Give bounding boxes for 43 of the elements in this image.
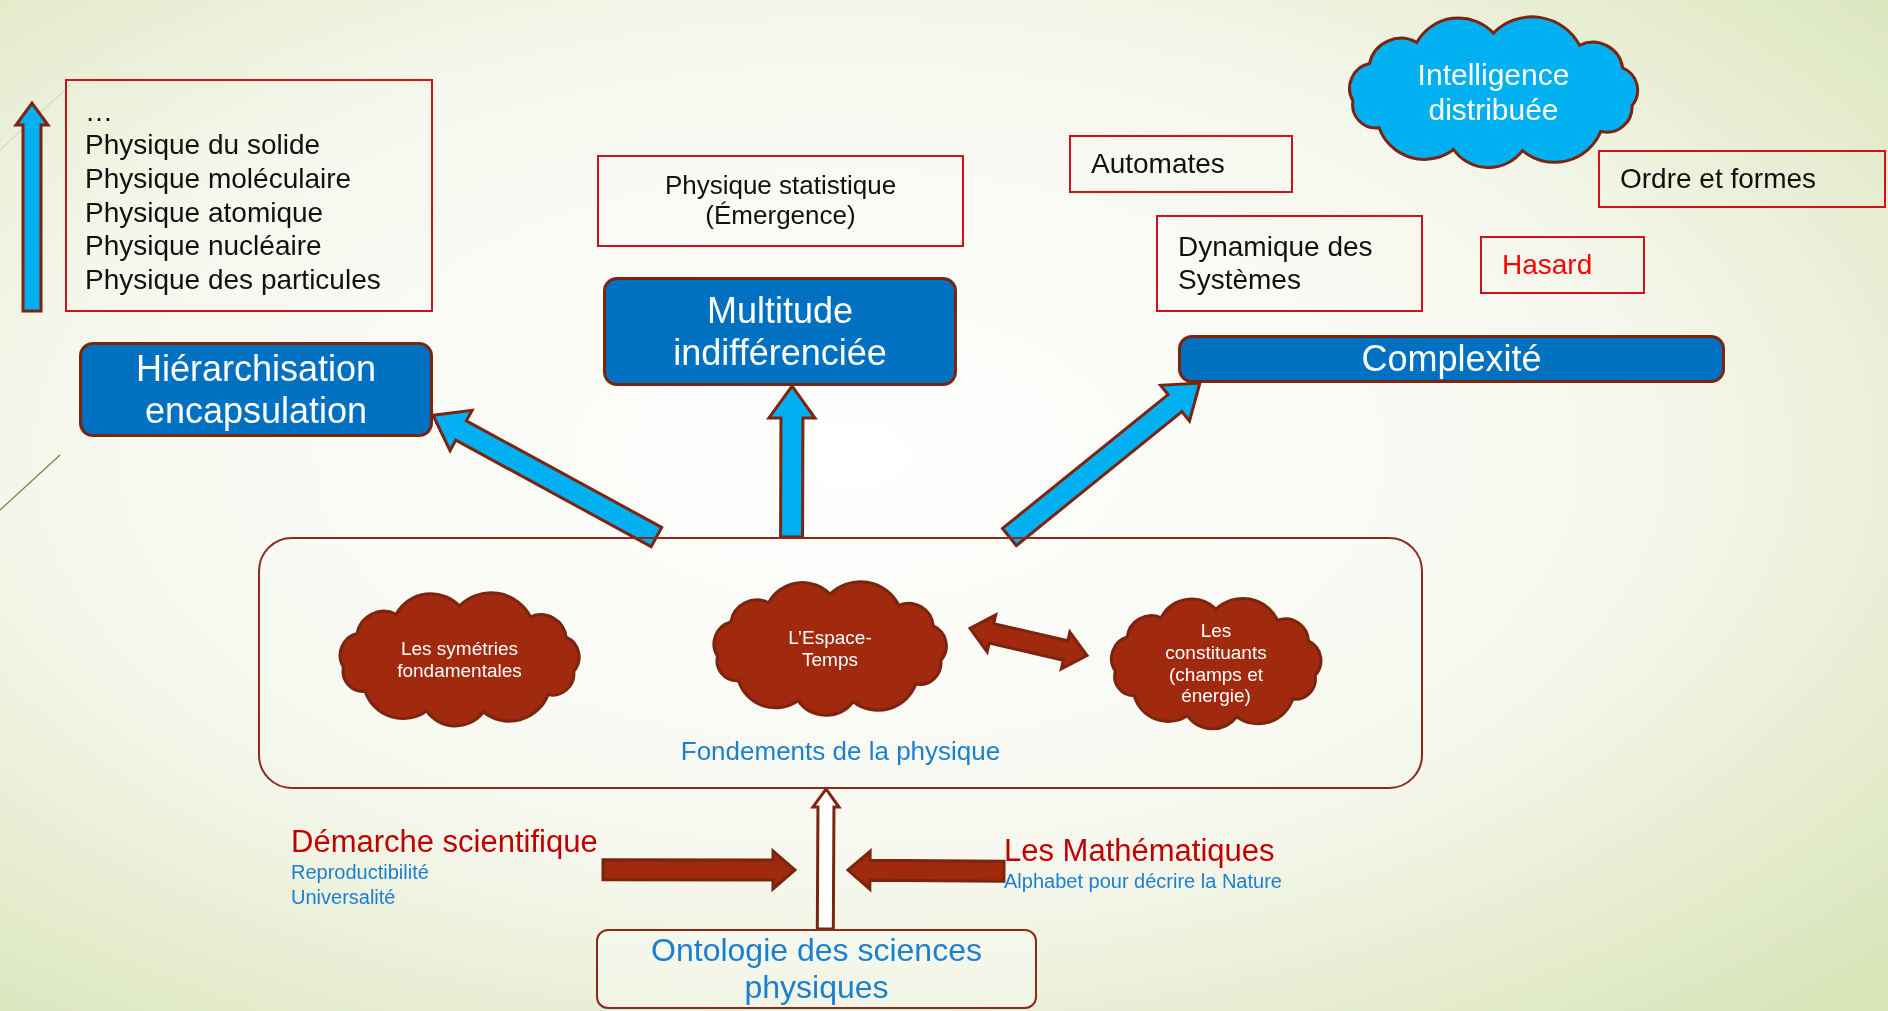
block-arrow (601, 847, 798, 893)
list-item: Physique atomique (85, 195, 324, 230)
node-label: Intelligence distribuée (1416, 58, 1571, 127)
list-item: Physique du solide (85, 128, 321, 162)
node-label: Ordre et formes (1620, 162, 1817, 196)
node-label: Fondements de la physique (680, 737, 1001, 767)
list-item: … (85, 94, 113, 129)
node-label: Automates (1091, 147, 1225, 181)
list-item: Physique moléculaire (85, 161, 352, 196)
block-arrow (967, 611, 1090, 672)
block-arrow (1000, 381, 1202, 548)
node-label: Ontologie des sciences physiques (650, 932, 983, 1006)
rounded-box (596, 929, 1037, 1009)
outlined-box (1069, 135, 1293, 193)
body-text: Reproductibilité (291, 859, 429, 885)
node-label: Complexité (1361, 338, 1542, 380)
node-label: Les symétries fondamentales (396, 637, 523, 682)
node-label: Dynamique des Systèmes (1178, 231, 1374, 296)
block-arrow (845, 847, 1006, 893)
outlined-box (597, 155, 964, 247)
node-label: Hasard (1502, 248, 1593, 282)
list-item: Physique des particules (85, 262, 381, 297)
outlined-box (1480, 236, 1645, 294)
category-box (1178, 335, 1725, 383)
list-item: Physique nucléaire (85, 229, 322, 263)
outlined-box (1156, 215, 1423, 312)
category-box (603, 277, 957, 386)
outlined-box (65, 79, 433, 312)
node-label: Les constituants (champs et énergie) (1164, 619, 1268, 708)
heading-text: Les Mathématiques (1004, 833, 1275, 869)
node-label: L’Espace-Temps (787, 626, 873, 671)
block-arrow (430, 408, 664, 549)
block-arrow (766, 383, 818, 539)
body-text: Alphabet pour décrire la Nature (1004, 868, 1282, 894)
category-box (79, 342, 433, 437)
outlined-box (1598, 150, 1886, 208)
block-arrow (810, 786, 842, 931)
heading-text: Démarche scientifique (291, 824, 598, 860)
group-container (258, 537, 1423, 789)
body-text: Universalité (291, 884, 396, 910)
node-label: Physique statistique (Émergence) (663, 171, 898, 231)
node-label: Multitude indifférenciée (672, 290, 888, 373)
node-label: Hiérarchisation encapsulation (134, 348, 378, 431)
